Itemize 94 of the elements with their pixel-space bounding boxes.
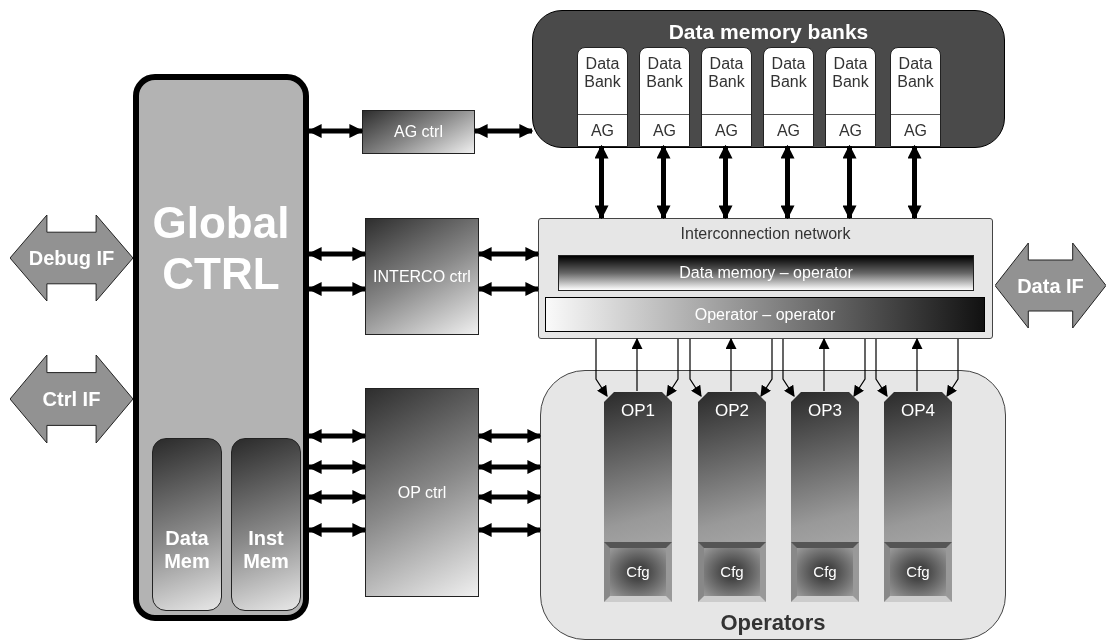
operator-block — [698, 392, 766, 602]
memory-bank-box — [825, 47, 876, 147]
network-bar — [545, 297, 985, 332]
memory-bank-box — [701, 47, 752, 147]
bank-label: Data Bank — [645, 55, 684, 92]
interface-label: Debug IF — [27, 246, 116, 270]
operators-panel — [540, 370, 1006, 640]
controller-box — [365, 218, 479, 335]
double-arrow — [307, 247, 367, 261]
memory-bank-box — [577, 47, 628, 147]
double-arrow — [307, 429, 367, 443]
arrow — [666, 338, 679, 397]
panel-title: Data memory banks — [667, 20, 870, 45]
operator-block — [791, 392, 859, 602]
double-arrow — [594, 144, 609, 220]
bar-label: Data memory – operator — [678, 263, 854, 283]
double-arrow — [477, 460, 542, 474]
address-generator-cell: AG — [578, 114, 627, 146]
double-arrow — [907, 144, 922, 220]
arrow — [818, 337, 830, 392]
arrow — [782, 338, 795, 397]
controller-box — [365, 388, 479, 597]
bank-label: Data Bank — [583, 55, 622, 92]
operator-block — [884, 392, 952, 602]
memory-bank-box — [763, 47, 814, 147]
bank-label: Data Bank — [707, 55, 746, 92]
operator-block — [604, 392, 672, 602]
address-generator-cell: AG — [702, 114, 751, 146]
operator-label: OP3 — [807, 401, 843, 421]
bank-label: Data Bank — [896, 55, 935, 92]
interface-double-arrow — [10, 355, 133, 443]
address-generator-cell: AG — [826, 114, 875, 146]
network-bar — [558, 255, 974, 291]
arrow — [911, 337, 923, 392]
config-label: Cfg — [625, 563, 651, 581]
operator-label: OP2 — [714, 401, 750, 421]
arrow — [946, 338, 959, 397]
memory-banks-panel — [532, 10, 1005, 148]
memory-box — [231, 438, 301, 611]
interface-double-arrow — [10, 215, 133, 301]
double-arrow — [307, 460, 367, 474]
double-arrow — [780, 144, 795, 220]
arrow — [595, 338, 608, 397]
double-arrow — [656, 144, 671, 220]
address-generator-cell: AG — [640, 114, 689, 146]
arrow — [725, 337, 737, 392]
memory-bank-box — [639, 47, 690, 147]
controller-label: INTERCO ctrl — [372, 267, 472, 286]
double-arrow — [477, 490, 542, 504]
config-block — [698, 542, 766, 602]
address-generator-cell: AG — [891, 114, 940, 146]
arrow — [875, 338, 888, 397]
network-title: Interconnection network — [679, 225, 852, 244]
double-arrow — [718, 144, 733, 220]
double-arrow — [477, 247, 540, 261]
bank-label: Data Bank — [831, 55, 870, 92]
interface-label: Ctrl IF — [41, 387, 102, 411]
double-arrow — [307, 282, 367, 296]
interface-label: Data IF — [1016, 274, 1085, 297]
double-arrow — [307, 523, 367, 537]
arrow — [689, 338, 702, 397]
interface-double-arrow — [995, 243, 1106, 328]
bank-label: Data Bank — [769, 55, 808, 92]
panel-title: Operators — [719, 609, 827, 635]
address-generator-cell: AG — [764, 114, 813, 146]
config-label: Cfg — [812, 563, 838, 581]
control-unit-box — [133, 74, 309, 621]
double-arrow — [307, 490, 367, 504]
config-block — [604, 542, 672, 602]
arrow — [760, 338, 773, 397]
memory-bank-box — [890, 47, 941, 147]
controller-label: OP ctrl — [396, 483, 448, 502]
memory-box — [152, 438, 222, 611]
bar-label: Operator – operator — [693, 305, 837, 324]
double-arrow — [473, 124, 534, 138]
double-arrow — [842, 144, 857, 220]
memory-label: Inst Mem — [242, 527, 290, 573]
operator-label: OP4 — [900, 401, 936, 421]
arrow — [631, 337, 643, 392]
controller-box — [362, 110, 475, 154]
config-block — [791, 542, 859, 602]
config-label: Cfg — [719, 563, 745, 581]
double-arrow — [477, 523, 542, 537]
config-label: Cfg — [905, 563, 931, 581]
controller-label: AG ctrl — [393, 122, 444, 142]
arrow — [853, 338, 866, 397]
double-arrow — [307, 124, 364, 138]
unit-title: Global CTRL — [151, 198, 291, 300]
double-arrow — [477, 429, 542, 443]
double-arrow — [477, 282, 540, 296]
operator-label: OP1 — [620, 401, 656, 421]
config-block — [884, 542, 952, 602]
network-box — [538, 218, 993, 339]
memory-label: Data Mem — [163, 527, 211, 573]
